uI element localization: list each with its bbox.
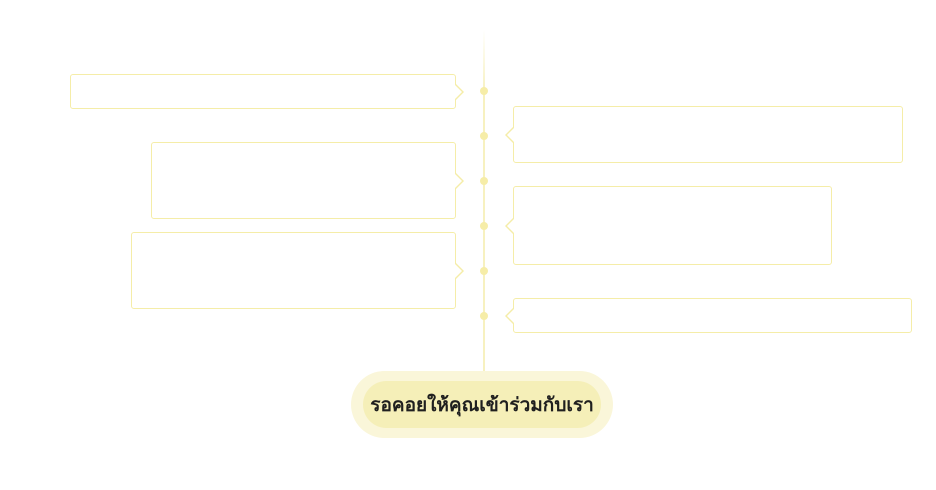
timeline-dot	[480, 312, 488, 320]
branch-box-5	[131, 232, 464, 309]
branch-text	[152, 143, 455, 159]
timeline-line	[483, 30, 485, 375]
branch-text	[514, 187, 831, 203]
central-topic-inner: รอคอยให้คุณเข้าร่วมกับเรา	[363, 381, 601, 428]
timeline-dot	[480, 177, 488, 185]
branch-box-6	[505, 298, 912, 333]
timeline-dot	[480, 267, 488, 275]
timeline-dot	[480, 87, 488, 95]
branch-text	[71, 75, 455, 91]
timeline-dot	[480, 132, 488, 140]
branch-box-2	[505, 106, 903, 163]
branch-box-3	[151, 142, 464, 219]
central-topic-title: รอคอยให้คุณเข้าร่วมกับเรา	[370, 393, 594, 416]
branch-text	[514, 299, 911, 315]
branch-box-1	[70, 74, 464, 109]
central-topic: รอคอยให้คุณเข้าร่วมกับเรา	[351, 371, 613, 438]
timeline-dot	[480, 222, 488, 230]
branch-text	[514, 107, 902, 123]
branch-text	[132, 233, 455, 249]
branch-box-4	[505, 186, 832, 265]
